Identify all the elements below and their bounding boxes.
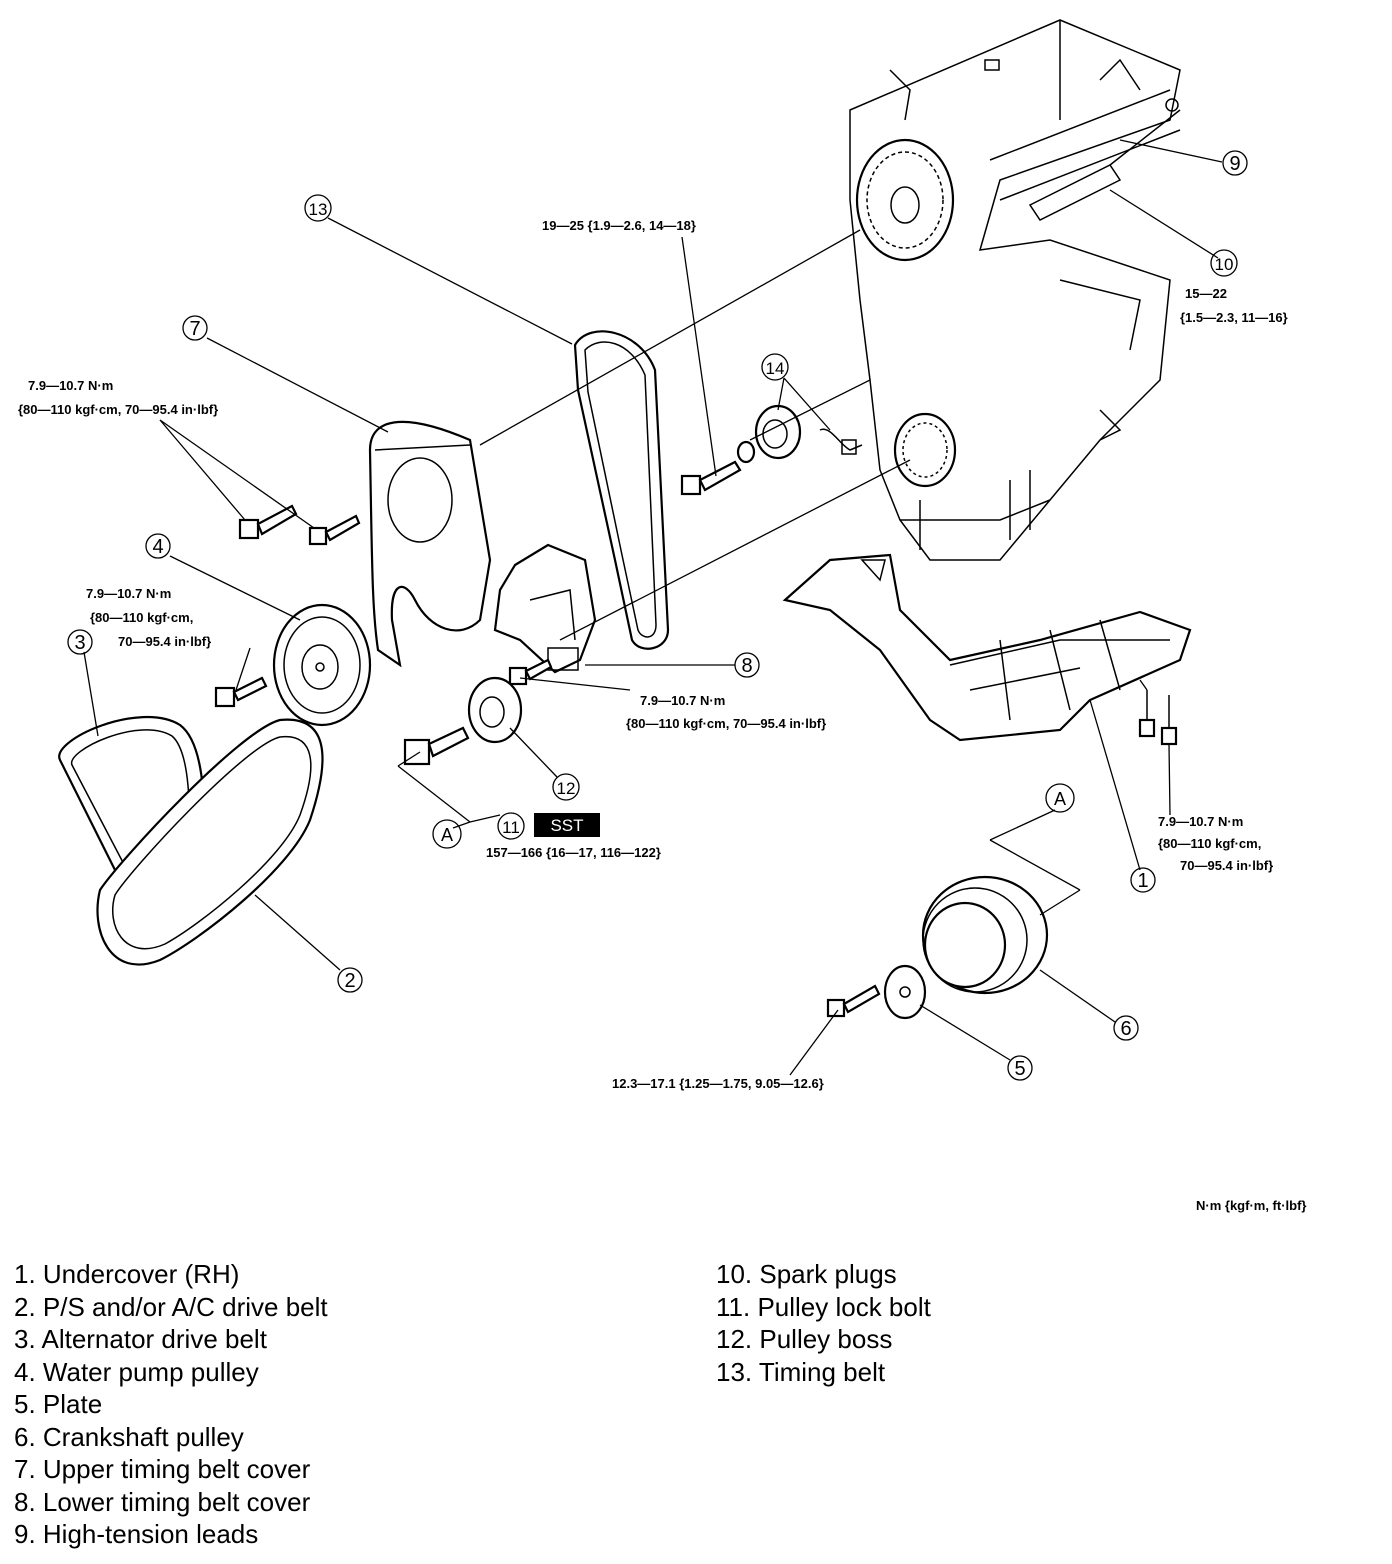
callout-8: 8 (734, 652, 760, 678)
svg-text:14: 14 (766, 359, 785, 378)
legend-item: 8. Lower timing belt cover (14, 1486, 311, 1517)
legend-item: 13. Timing belt (716, 1356, 886, 1387)
callout-13: 13 (304, 194, 332, 222)
torque-spark-plug-1: 15—22 (1185, 286, 1227, 301)
legend-item: 6. Crankshaft pulley (14, 1421, 244, 1452)
sst-badge: SST (534, 813, 600, 837)
water-pump-pulley (272, 603, 372, 727)
svg-text:6: 6 (1120, 1018, 1131, 1040)
undercover-rh (782, 553, 1192, 742)
marker-a-left: A (432, 819, 462, 849)
callout-6: 6 (1113, 1015, 1139, 1041)
parts-legend-right: 10. Spark plugs 11. Pulley lock bolt 12.… (716, 1258, 931, 1388)
svg-text:3: 3 (74, 632, 85, 654)
svg-text:5: 5 (1014, 1058, 1025, 1080)
svg-text:4: 4 (152, 536, 163, 558)
engine-block (849, 19, 1181, 561)
crankshaft-sprocket (893, 412, 957, 488)
plate (883, 964, 927, 1020)
svg-text:A: A (1054, 789, 1066, 809)
parts-legend-left: 1. Undercover (RH) 2. P/S and/or A/C dri… (14, 1258, 328, 1551)
callout-12: 12 (552, 773, 580, 801)
torque-undercover-2: {80—110 kgf·cm, (1158, 836, 1261, 851)
plate-bolt (826, 984, 881, 1018)
torque-plate-bolt: 12.3—17.1 {1.25—1.75, 9.05—12.6} (612, 1076, 824, 1091)
svg-text:10: 10 (1215, 255, 1234, 274)
legend-item: 9. High-tension leads (14, 1519, 259, 1549)
svg-text:12: 12 (557, 779, 576, 798)
legend-item: 1. Undercover (RH) (14, 1259, 240, 1289)
svg-text:8: 8 (741, 655, 752, 677)
timing-belt-tensioner (736, 404, 863, 464)
legend-item: 5. Plate (14, 1389, 103, 1419)
lower-timing-belt-cover (493, 543, 597, 674)
torque-lower-cover-2: {80—110 kgf·cm, 70—95.4 in·lbf} (626, 716, 826, 731)
exploded-view-diagram: 1 2 3 4 5 6 7 8 9 10 11 12 13 14 A A SST… (18, 19, 1288, 1091)
torque-water-pump-1: 7.9—10.7 N·m (86, 586, 171, 601)
callout-9: 9 (1222, 150, 1248, 176)
legend-item: 12. Pulley boss (716, 1324, 893, 1354)
cover-bolt (238, 504, 361, 546)
pulley-lock-bolt (403, 726, 470, 766)
timing-belt (573, 330, 670, 650)
legend-item: 7. Upper timing belt cover (14, 1454, 311, 1484)
callout-14: 14 (761, 353, 789, 381)
callout-4: 4 (145, 533, 171, 559)
callout-3: 3 (67, 629, 93, 655)
upper-timing-belt-cover (368, 420, 492, 668)
legend-item: 3. Alternator drive belt (14, 1324, 267, 1354)
svg-text:1: 1 (1137, 870, 1148, 892)
pulley-boss (467, 676, 523, 744)
callout-11: 11 (497, 812, 525, 840)
crankshaft-pulley (921, 875, 1049, 995)
svg-text:13: 13 (309, 200, 328, 219)
legend-item: 11. Pulley lock bolt (716, 1291, 931, 1322)
tensioner-bolt (680, 460, 742, 496)
svg-text:11: 11 (502, 818, 520, 837)
undercover-bolts (1138, 690, 1178, 746)
torque-lower-cover-1: 7.9—10.7 N·m (640, 693, 725, 708)
spark-plug (1028, 98, 1181, 221)
svg-text:7: 7 (189, 318, 200, 340)
callout-1: 1 (1130, 867, 1156, 893)
callout-2: 2 (337, 967, 363, 993)
torque-water-pump-2: {80—110 kgf·cm, (90, 610, 193, 625)
legend-item: 10. Spark plugs (716, 1259, 897, 1289)
callout-5: 5 (1007, 1055, 1033, 1081)
lower-cover-bolt (508, 658, 553, 686)
torque-undercover-1: 7.9—10.7 N·m (1158, 814, 1243, 829)
torque-upper-cover-1: 7.9—10.7 N·m (28, 378, 113, 393)
svg-text:9: 9 (1229, 153, 1240, 175)
torque-water-pump-3: 70—95.4 in·lbf} (118, 634, 211, 649)
ps-ac-drive-belt (96, 718, 324, 966)
torque-upper-cover-2: {80—110 kgf·cm, 70—95.4 in·lbf} (18, 402, 218, 417)
svg-text:A: A (441, 825, 453, 845)
callout-7: 7 (182, 315, 208, 341)
legend-item: 4. Water pump pulley (14, 1356, 259, 1387)
units-note: N·m {kgf·m, ft·lbf} (1196, 1198, 1307, 1213)
legend-item: 2. P/S and/or A/C drive belt (14, 1291, 328, 1322)
torque-tensioner-bolt: 19—25 {1.9—2.6, 14—18} (542, 218, 696, 233)
svg-text:2: 2 (344, 970, 355, 992)
leader-lines (83, 139, 1223, 1076)
torque-spark-plug-2: {1.5—2.3, 11—16} (1180, 310, 1288, 325)
water-pump-pulley-bolt (214, 676, 268, 708)
torque-lock-bolt: 157—166 {16—17, 116—122} (486, 845, 661, 860)
callout-10: 10 (1210, 249, 1238, 277)
torque-undercover-3: 70—95.4 in·lbf} (1180, 858, 1273, 873)
svg-text:SST: SST (550, 816, 583, 835)
camshaft-pulley (855, 138, 955, 262)
marker-a-right: A (1045, 783, 1075, 813)
